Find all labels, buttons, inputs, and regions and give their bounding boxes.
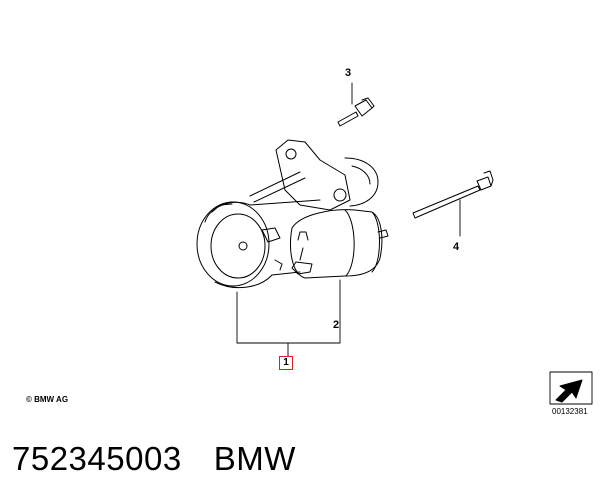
callout-leader-lines	[236, 82, 461, 357]
copyright-notice: © BMW AG	[26, 395, 69, 404]
exploded-parts-diagram	[196, 82, 593, 405]
diagram-reference-code: 00132381	[552, 407, 588, 416]
part-number: 752345003	[12, 440, 182, 477]
starter-motor-illustration	[196, 139, 389, 289]
view-direction-icon	[549, 371, 593, 405]
short-bolt-illustration	[337, 97, 375, 127]
callout-2[interactable]: 2	[333, 319, 340, 331]
callout-3[interactable]: 3	[345, 67, 352, 79]
long-bolt-illustration	[412, 170, 494, 219]
footer-caption: 752345003 BMW	[12, 440, 296, 478]
callout-1-highlighted[interactable]: 1	[279, 356, 293, 370]
callout-4[interactable]: 4	[453, 241, 460, 253]
brand-name: BMW	[213, 440, 296, 477]
